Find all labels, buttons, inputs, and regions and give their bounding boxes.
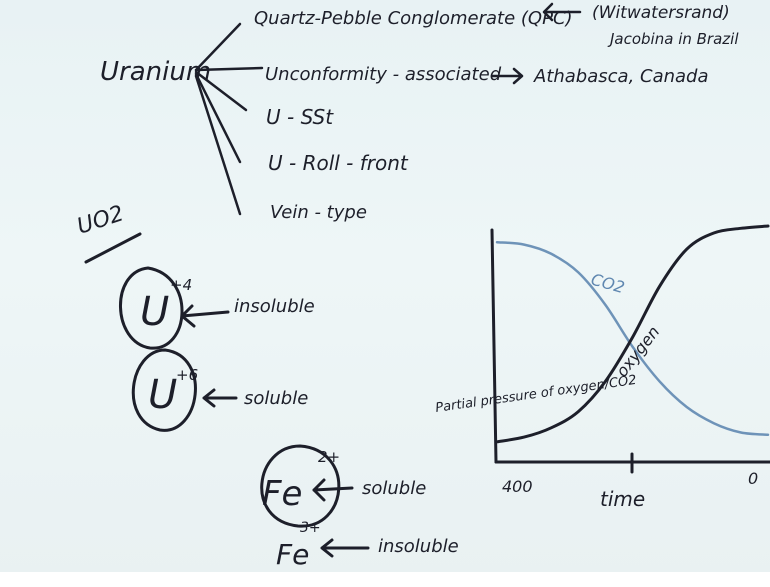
fe2-circle [260, 444, 341, 528]
deposit-type-unconformity: Unconformity - associated [265, 64, 502, 85]
u6-symbol: U [148, 372, 177, 418]
bottom-strip [0, 572, 770, 583]
u4-circle [119, 266, 184, 350]
branch-lines [194, 22, 264, 216]
species-fe2: Fe 2+ soluble [260, 444, 426, 528]
u6-circle [131, 348, 197, 432]
y-axis [490, 228, 498, 464]
fe2-arrow [312, 478, 354, 502]
deposit-type-sst: U - SSt [266, 105, 334, 129]
u6-solubility: soluble [244, 388, 308, 409]
deposit-type-vein: Vein - type [270, 202, 367, 223]
deposit-type-qpc: Quartz-Pebble Conglomerate (QPC) [254, 8, 573, 29]
unconformity-arrow [490, 67, 524, 85]
qpc-note2: Jacobina in Brazil [607, 30, 739, 48]
qpc-note: (Witwatersrand) [592, 3, 730, 23]
chart-xlabel: time [600, 487, 645, 511]
u4-symbol: U [140, 289, 169, 335]
u4-solubility: insoluble [234, 296, 315, 317]
u4-arrow [180, 304, 230, 328]
fe2-symbol: Fe [262, 474, 302, 514]
u4-charge: +4 [170, 276, 192, 294]
fe2-solubility: soluble [362, 478, 426, 499]
x-tick-label-start: 400 [502, 477, 533, 496]
series-label-co2: CO2 [589, 270, 627, 298]
qpc-arrow [542, 2, 582, 22]
series-label-oxygen: oxygen [612, 322, 663, 380]
x-tick-label-end: 0 [748, 469, 758, 488]
partial-pressure-chart: Partial pressure of oxygen/CO2 400 0 tim… [434, 224, 770, 511]
species-u4: U +4 insoluble [119, 266, 315, 350]
u6-arrow [202, 388, 238, 408]
series-line-co2 [495, 240, 770, 437]
species-u6: U +6 soluble [131, 348, 308, 432]
fe2-charge: 2+ [318, 448, 340, 466]
unconformity-note: Athabasca, Canada [533, 66, 709, 87]
uo2-label: UO2 [74, 201, 127, 239]
deposit-type-rollfront: U - Roll - front [268, 151, 409, 175]
fe3-arrow [320, 538, 370, 558]
uranium-title: Uranium [100, 57, 211, 87]
species-fe3: Fe 3+ insoluble [276, 520, 459, 571]
fe3-symbol: Fe [276, 538, 309, 571]
fe3-charge: 3+ [300, 520, 321, 536]
series-line-oxygen [495, 224, 770, 444]
fe3-solubility: insoluble [378, 536, 459, 557]
uo2-underline [84, 232, 142, 264]
u6-charge: +6 [176, 366, 198, 384]
